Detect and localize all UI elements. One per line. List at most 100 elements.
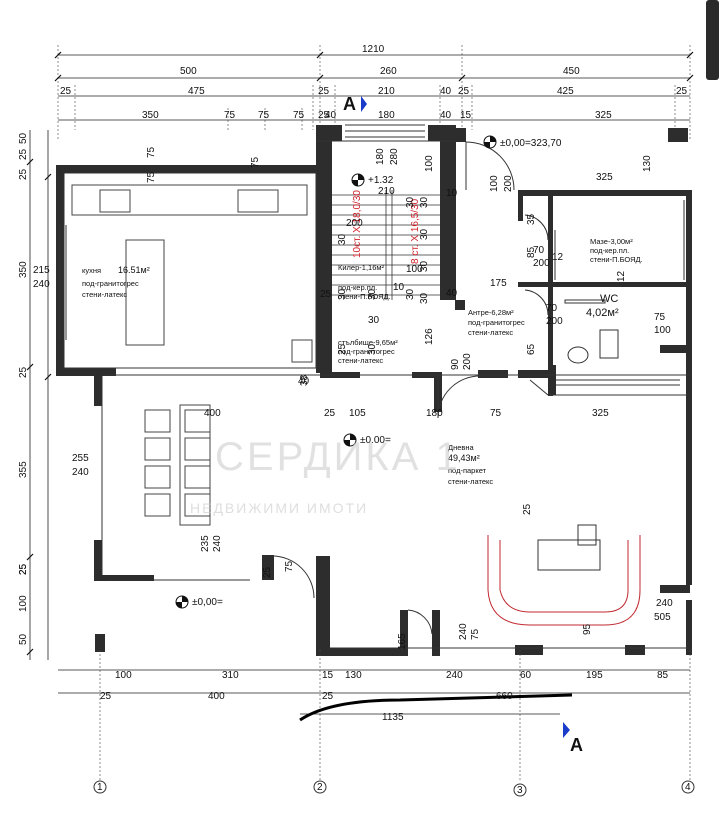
stairwell-finish2: стени-латекс — [338, 356, 383, 365]
storage-name: Килер-1,16м² — [338, 263, 385, 272]
section-mark-top: A — [343, 94, 356, 114]
laundry-finish1: под-кер.пл. — [590, 246, 629, 255]
axis-label-2: 2 — [317, 782, 323, 793]
kitchen-finish2: стени-латекс — [82, 290, 127, 299]
dim-int-25: 90 — [450, 358, 461, 370]
kitchen-furniture — [71, 184, 313, 363]
dim-top-r3-3: 210 — [378, 86, 395, 97]
dim-int-57: 30 — [367, 288, 378, 300]
stair-label-1: 10ст. X 18,0/30 — [352, 190, 363, 258]
stairwell-name: стълбище-9,65м² — [338, 338, 398, 347]
dim-int-38: 75 — [284, 560, 295, 572]
dim-top-1: 500 — [180, 66, 197, 77]
dim-int-49: 30 — [368, 315, 380, 326]
dim-int-24: 100 — [406, 264, 423, 275]
dim-left-5: 350 — [18, 261, 29, 278]
dim-top-r3-2: 25 — [318, 86, 330, 97]
kitchen-name: кухня — [82, 266, 101, 275]
dim-int-60: 30 — [337, 288, 348, 300]
dim-int-12: 85 — [526, 246, 537, 258]
dim-int-23: 126 — [424, 328, 435, 345]
dim-int-32: 325 — [592, 408, 609, 419]
dim-int-3: 180 — [375, 148, 386, 165]
dim-int-19: 200 — [546, 316, 563, 327]
dim-top-r4-5: 40 — [325, 110, 337, 121]
watermark-tagline: НЕДВИЖИМИ ИМОТИ — [190, 500, 368, 516]
dim-int-11: 325 — [596, 172, 613, 183]
kitchen-finish1: под-гранитогрес — [82, 279, 139, 288]
dim-int-13: 70 — [533, 245, 545, 256]
dim-bot-r2-2: 25 — [322, 691, 334, 702]
dim-bot-r1-0: 100 — [115, 670, 132, 681]
living-finish1: под-паркет — [448, 466, 487, 475]
interior-dimension-labels: 75 75 75 180 280 100 210 130 100 200 35 … — [146, 146, 673, 650]
dim-int-36: 240 — [212, 535, 223, 552]
dim-top-r4-3: 75 — [293, 110, 305, 121]
section-arrow-bottom — [563, 722, 570, 738]
axis-label-1: 1 — [97, 782, 103, 793]
dim-int-58: 30 — [367, 343, 378, 355]
dim-left-2: 25 — [18, 168, 29, 180]
dim-int-30: 180 — [426, 408, 443, 419]
living-area: 49,43м² — [448, 453, 480, 463]
dim-top-r4-8: 15 — [460, 110, 472, 121]
dim-left-4: 240 — [33, 279, 50, 290]
dim-int-43: 95 — [582, 623, 593, 635]
dim-int-21: 100 — [654, 325, 671, 336]
dim-top-r4-1: 75 — [224, 110, 236, 121]
dim-int-47: 10 — [446, 188, 458, 199]
dim-int-48: 10 — [393, 282, 405, 293]
dim-bot-r1-4: 240 — [446, 670, 463, 681]
dim-top-r3-6: 425 — [557, 86, 574, 97]
dim-left-12: 25 — [18, 563, 29, 575]
sofa — [487, 524, 641, 626]
door-swings — [271, 141, 549, 635]
dim-top-r3-0: 25 — [60, 86, 72, 97]
hall-finish2: стени-латекс — [468, 328, 513, 337]
dim-bot-r1-6: 195 — [586, 670, 603, 681]
scrollbar[interactable] — [706, 0, 719, 80]
kitchen-area: 16.51м² — [118, 265, 150, 275]
dim-int-51: 30 — [419, 228, 430, 240]
dim-int-59: 30 — [337, 233, 348, 245]
dim-int-35: 235 — [200, 535, 211, 552]
top-dimension-labels: 1210 500 260 450 25 475 25 210 40 25 425… — [60, 44, 688, 121]
dim-top-3: 450 — [563, 66, 580, 77]
top-dimensions — [54, 45, 694, 140]
dim-int-53: 30 — [419, 292, 430, 304]
dim-int-39: 25 — [324, 408, 336, 419]
dim-left-9: 355 — [18, 461, 29, 478]
dim-bot-r1-3: 130 — [345, 670, 362, 681]
dim-int-7: 130 — [642, 155, 653, 172]
wc-fixtures — [554, 230, 619, 364]
dim-int-0: 75 — [146, 146, 157, 158]
dim-int-41: 240 — [458, 623, 469, 640]
dim-int-15: 12 — [552, 252, 564, 263]
bottom-dimension-labels: 100 310 15 130 240 60 195 85 25 400 25 6… — [100, 670, 669, 723]
dim-int-4: 280 — [389, 148, 400, 165]
axis-label-3: 3 — [517, 785, 523, 796]
dim-int-16: 12 — [616, 270, 627, 282]
dim-int-61: 25 — [337, 343, 348, 355]
dim-top-r4-4: 25 — [318, 110, 330, 121]
dim-int-10: 35 — [526, 213, 537, 225]
thick-marker — [299, 693, 573, 722]
dim-top-r3-4: 40 — [440, 86, 452, 97]
dim-bot-r1-5: 60 — [520, 670, 532, 681]
dim-bot-overall: 1135 — [382, 712, 404, 723]
dim-int-40: 165 — [397, 633, 408, 650]
dim-left-0: 25 — [18, 148, 29, 160]
dim-top-r4-2: 75 — [258, 110, 270, 121]
dim-top-r4-6: 180 — [378, 110, 395, 121]
thin-lines — [59, 124, 690, 649]
dim-int-14: 200 — [533, 258, 550, 269]
left-dimension-labels: 25 50 25 215 240 350 25 255 240 355 25 1… — [18, 132, 89, 645]
dim-int-28: 400 — [204, 408, 221, 419]
dim-bot-r2-0: 25 — [100, 691, 112, 702]
dim-int-33: 38 — [299, 374, 310, 386]
section-mark-bottom: A — [570, 735, 583, 755]
dim-bot-r1-1: 310 — [222, 670, 239, 681]
dim-int-63: 40 — [298, 376, 310, 387]
dim-left-13: 50 — [18, 633, 29, 645]
